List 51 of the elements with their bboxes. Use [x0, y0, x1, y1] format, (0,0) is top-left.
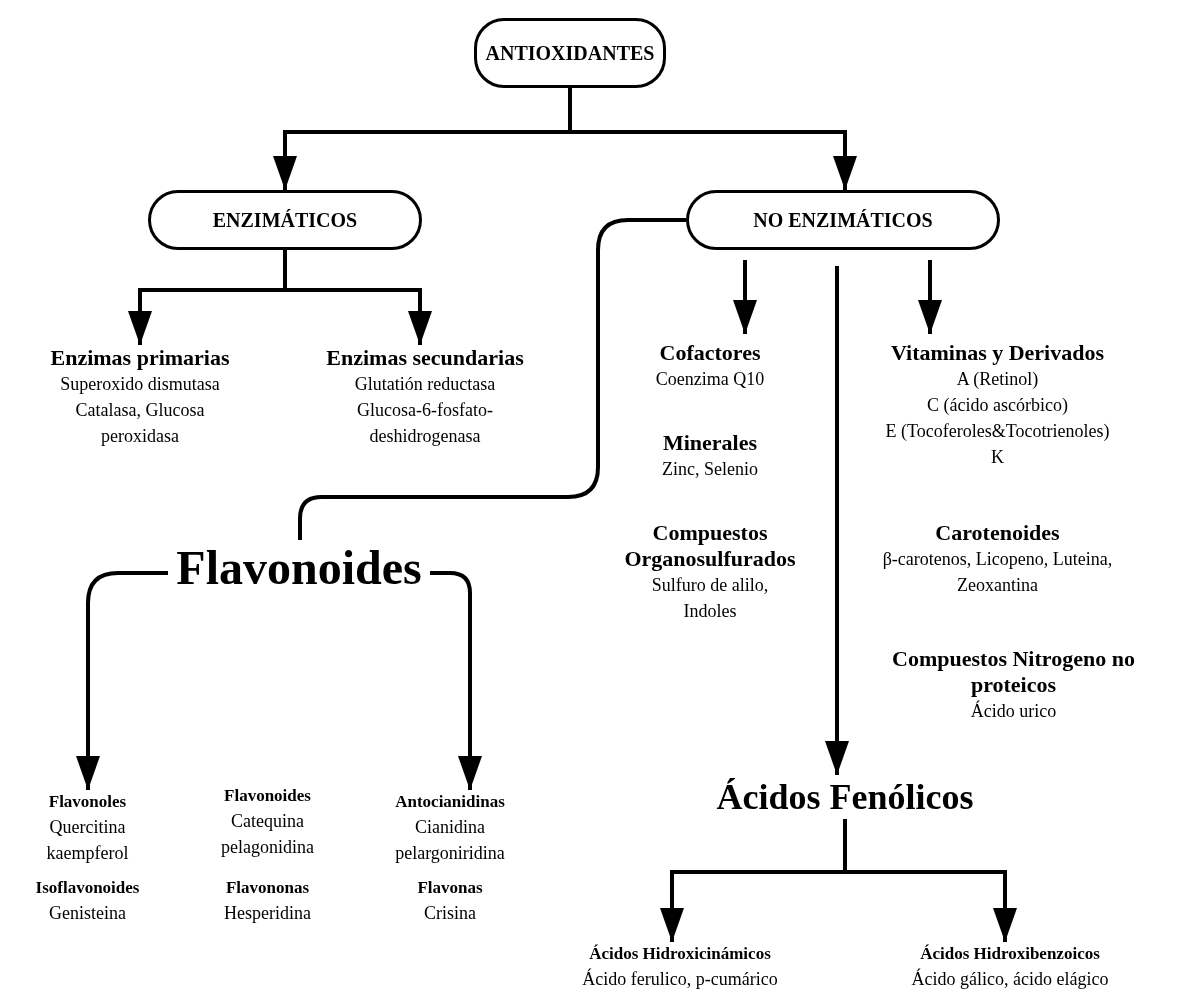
rounded-box [148, 190, 422, 250]
compound-list: Cianidina pelargoniridina [380, 814, 520, 866]
compound-list: Ácido gálico, ácido elágico [855, 966, 1165, 992]
category-heading: Antocianidinas [394, 791, 506, 813]
compound-list: Sulfuro de alilo, Indoles [635, 572, 785, 624]
arrow [733, 260, 757, 334]
arrow [76, 571, 168, 790]
compound-list: Ácido ferulico, p-cumárico [535, 966, 825, 992]
compound-list: Glutatión reductasa Glucosa-6-fosfato-deshidrogenasa [330, 371, 520, 449]
compound-list: Catequina pelagonidina [207, 808, 328, 860]
compound-list: C (ácido ascórbico) [850, 392, 1145, 418]
category-heading: Flavononas [224, 877, 311, 899]
category-heading: Flavonas [416, 877, 484, 899]
connector-line [298, 218, 686, 540]
category-heading: Minerales [661, 430, 759, 456]
compound-list: Hesperidina [180, 900, 355, 926]
category-heading: Carotenoides [934, 520, 1061, 546]
category-heading: Enzimas secundarias [325, 345, 525, 371]
compound-list: Ácido urico [850, 698, 1177, 724]
compound-list: K [850, 444, 1145, 470]
node-label: NO ENZIMÁTICOS [753, 208, 933, 232]
compound-list: Genisteina [0, 900, 175, 926]
category-heading: Isoflavonoides [34, 877, 141, 899]
rounded-box [686, 190, 1000, 250]
category-heading: Ácidos Hidroxibenzoicos [919, 943, 1101, 965]
arrow [918, 260, 942, 334]
category-heading: Compuestos Organosulfurados [623, 520, 797, 572]
category-heading: Ácidos Fenólicos [715, 776, 975, 819]
node-label: ENZIMÁTICOS [212, 208, 358, 232]
category-heading: Ácidos Hidroxicinámicos [588, 943, 772, 965]
compound-list: Coenzima Q10 [620, 366, 800, 392]
rounded-box [474, 18, 666, 88]
category-heading: Flavonoides [175, 540, 423, 596]
category-heading: Cofactores [658, 340, 762, 366]
category-heading: Flavonoles [47, 791, 128, 813]
arrow [283, 250, 432, 345]
compound-list: A (Retinol) [850, 366, 1145, 392]
compound-list: Quercitina kaempferol [27, 814, 148, 866]
arrow [568, 88, 857, 190]
arrow [825, 266, 849, 775]
compound-list: E (Tocoferoles&Tocotrienoles) [850, 418, 1145, 444]
category-heading: Flavonoides [223, 785, 312, 807]
node-label: ANTIOXIDANTES [485, 41, 655, 65]
arrow [430, 571, 482, 790]
compound-list: Crisina [355, 900, 545, 926]
category-heading: Enzimas primarias [49, 345, 231, 371]
compound-list: Superoxido dismutasa Catalasa, Glucosa peroxidasa [40, 371, 240, 449]
compound-list: β-carotenos, Licopeno, Luteina, Zeoxantina [855, 546, 1140, 598]
compound-list: Zinc, Selenio [620, 456, 800, 482]
category-heading: Vitaminas y Derivados [889, 340, 1106, 366]
category-heading: Compuestos Nitrogeno no proteicos [891, 646, 1136, 698]
